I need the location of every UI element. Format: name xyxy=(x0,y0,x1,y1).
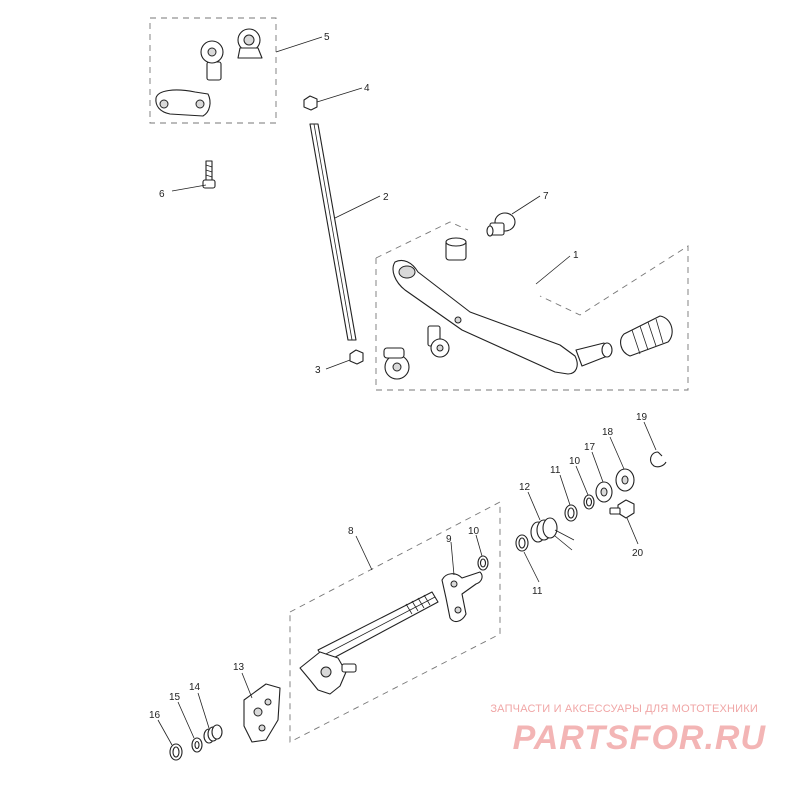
selector-shaft-part-8 xyxy=(299,591,439,695)
callout-5: 5 xyxy=(324,32,330,43)
pivot-bolt-part-7 xyxy=(486,212,516,237)
washer-part-17 xyxy=(595,481,613,503)
nut-part-3 xyxy=(349,349,364,365)
callout-7: 7 xyxy=(543,191,549,202)
callout-20: 20 xyxy=(632,548,644,559)
callout-8: 8 xyxy=(348,526,354,537)
group-box-1 xyxy=(375,221,689,391)
callout-3: 3 xyxy=(315,365,321,376)
washer-part-18 xyxy=(615,468,635,492)
callout-10-upper: 10 xyxy=(569,456,581,467)
circlip-part-19 xyxy=(649,451,667,468)
callout-18: 18 xyxy=(602,427,614,438)
washer-part-15 xyxy=(191,737,203,753)
callout-4: 4 xyxy=(364,83,370,94)
o-ring-part-11-upper xyxy=(564,504,578,522)
callout-14: 14 xyxy=(189,682,201,693)
leader-lines xyxy=(157,36,657,746)
callout-19: 19 xyxy=(636,412,648,423)
callout-11-lower: 11 xyxy=(532,586,543,597)
circlip-part-16 xyxy=(169,743,183,761)
plate-part-13 xyxy=(243,683,281,743)
callout-10-lower: 10 xyxy=(468,526,480,537)
callout-13: 13 xyxy=(233,662,245,673)
callout-1: 1 xyxy=(573,250,579,261)
callout-2: 2 xyxy=(383,192,389,203)
callout-9: 9 xyxy=(446,534,452,545)
stud-part-20 xyxy=(609,499,635,519)
washer-part-10-lower xyxy=(477,555,489,571)
watermark-logo: PARTSFOR.RU xyxy=(512,719,766,757)
torsion-spring-part-12 xyxy=(530,517,575,551)
callout-12: 12 xyxy=(519,482,531,493)
watermark-tagline: ЗАПЧАСТИ И АКСЕССУАРЫ ДЛЯ МОТОТЕХНИКИ xyxy=(490,703,758,715)
group-box-8 xyxy=(289,501,501,743)
bolt-part-6 xyxy=(202,160,216,189)
callout-6: 6 xyxy=(159,189,165,200)
callout-17: 17 xyxy=(584,442,596,453)
watermark: ЗАПЧАСТИ И АКСЕССУАРЫ ДЛЯ МОТОТЕХНИКИ PA… xyxy=(480,703,780,763)
rod-part-2 xyxy=(309,123,357,341)
group-box-5 xyxy=(149,17,277,124)
o-ring-part-11-lower xyxy=(515,534,529,552)
callout-15: 15 xyxy=(169,692,181,703)
gear-pedal-part-1 xyxy=(383,237,673,380)
nut-part-4 xyxy=(303,95,318,111)
callout-16: 16 xyxy=(149,710,161,721)
ball-joint-part-5 xyxy=(155,28,263,117)
spring-part-14 xyxy=(203,724,223,744)
callout-11-upper: 11 xyxy=(550,465,561,476)
washer-part-10-upper xyxy=(583,494,595,510)
selector-arm-part-9 xyxy=(441,571,483,623)
